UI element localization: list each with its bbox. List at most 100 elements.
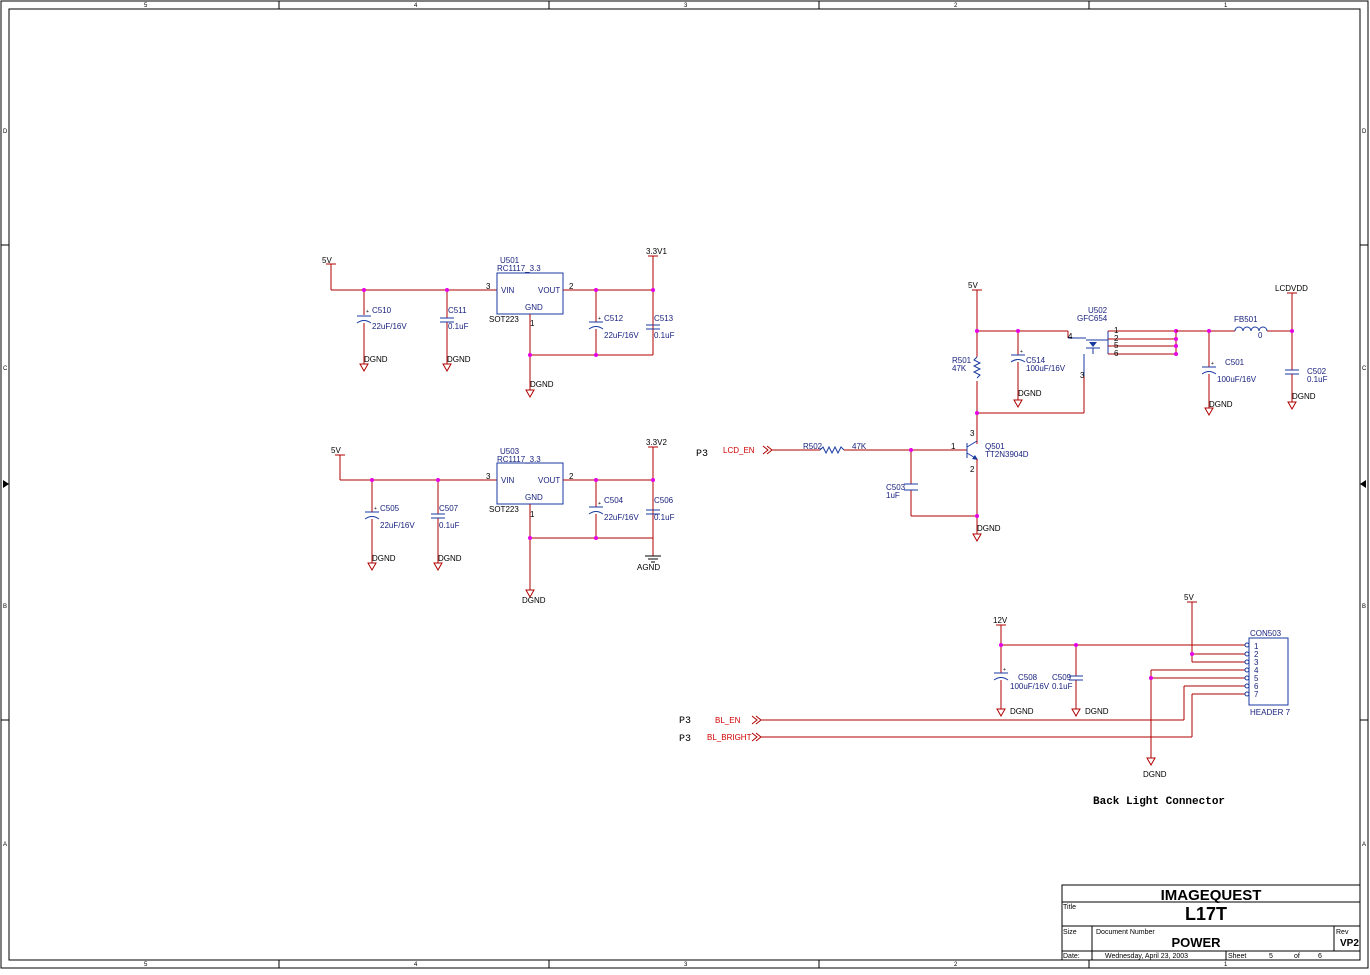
u501-pin-3: 3 [486,282,491,291]
date-label: Date: [1063,953,1080,960]
svg-text:+: + [366,309,369,315]
con-pin-6: 6 [1254,682,1259,691]
r501-val: 47K [952,364,967,373]
u502-pin-6: 6 [1114,349,1119,358]
con-pin-1: 1 [1254,642,1259,651]
svg-text:+: + [598,316,601,322]
ground-symbol [525,589,535,599]
gnd-c502: DGND [1292,392,1316,401]
col-top-3: 3 [684,3,688,9]
u503-pin-2: 2 [569,472,574,481]
u503-pin-gnd: GND [525,493,543,502]
row-right-D: D [1362,129,1367,135]
u501-pin-vin: VIN [501,286,515,295]
c509-val: 0.1uF [1052,682,1073,691]
con-pin-7: 7 [1254,690,1259,699]
gnd-c510: DGND [364,355,388,364]
net-12v: 12V [993,616,1008,625]
c514-ref: C514 [1026,356,1046,365]
col-bot-4: 4 [414,962,418,968]
lcd-power-switch: 5V R501 47K + C514 100uF/16V DGND 4 3 U5… [696,281,1328,543]
rev-label: Rev [1336,929,1349,936]
u502-pin-4: 4 [1068,332,1073,341]
u501-ref: U501 [500,256,520,265]
q501-ref: Q501 [985,442,1005,451]
c513-ref: C513 [654,314,674,323]
con-pin-4: 4 [1254,666,1259,675]
c513-val: 0.1uF [654,331,675,340]
of-label: of [1294,953,1300,960]
c510-val: 22uF/16V [372,322,407,331]
ground-symbol [433,562,443,572]
bl-en-port-label: BL_EN [715,716,741,725]
backlight-caption: Back Light Connector [1093,796,1225,808]
lcd-en-port-label: LCD_EN [723,446,755,455]
col-bot-1: 1 [1224,962,1228,968]
bl-bright-port-label: BL_BRIGHT [707,733,752,742]
u501-pkg: SOT223 [489,315,519,324]
col-bot-5: 5 [144,962,148,968]
u503-pin-vout: VOUT [538,476,560,485]
ground-symbol [1204,407,1214,417]
c512-val: 22uF/16V [604,331,639,340]
c504-val: 22uF/16V [604,513,639,522]
u503-ref: U503 [500,447,520,456]
con503-part: HEADER 7 [1250,708,1291,717]
c509-ref: C509 [1052,673,1072,682]
date-value: Wednesday, April 23, 2003 [1105,953,1188,960]
column-markers: 5 4 3 2 1 5 4 3 2 1 D C B A D C B A [3,3,1367,968]
q501-pin-1: 1 [951,442,956,451]
ground-symbol [972,533,982,543]
u502-pin-5: 5 [1114,341,1119,350]
col-bot-3: 3 [684,962,688,968]
size-label: Size [1063,929,1077,936]
c512-ref: C512 [604,314,624,323]
c508-ref: C508 [1018,673,1038,682]
net-5v-bl: 5V [1184,593,1194,602]
gnd-c514: DGND [1018,389,1042,398]
gnd-c509: DGND [1085,707,1109,716]
gnd-connector: DGND [1143,770,1167,779]
u503-pkg: SOT223 [489,505,519,514]
gnd-u503: DGND [522,596,546,605]
r502-val: 47K [852,442,867,451]
con503-ref: CON503 [1250,629,1282,638]
u502-gate-pin: 3 [1080,371,1085,380]
regulator-top: 5V + C510 22uF/16V DGND C511 0.1uF DGND … [322,247,675,399]
u501-pin-gnd: GND [525,303,543,312]
row-right-B: B [1362,604,1366,610]
bl-en-page: P3 [679,716,691,727]
col-top-5: 5 [144,3,148,9]
u503-pin-vin: VIN [501,476,515,485]
svg-text:+: + [1211,361,1214,367]
lcd-en-page: P3 [696,449,708,460]
ground-symbol [442,363,452,373]
u502-ref: U502 [1088,306,1108,315]
net-lcdvdd: LCDVDD [1275,284,1308,293]
gnd-c511: DGND [447,355,471,364]
gnd-c501: DGND [1209,400,1233,409]
gnd-u501: DGND [530,380,554,389]
net-5v-top: 5V [322,256,332,265]
svg-text:+: + [1020,349,1023,355]
u501-pin-vout: VOUT [538,286,560,295]
u502-part: GFC654 [1077,314,1108,323]
q501-pin-3: 3 [970,429,975,438]
u501-pin-2: 2 [569,282,574,291]
svg-text:+: + [598,501,601,507]
c511-ref: C511 [448,306,467,315]
ground-symbol [1071,708,1081,718]
c502-val: 0.1uF [1307,375,1328,384]
u502-mosfet [1067,331,1109,376]
ground-symbol [359,363,369,373]
net-5v-lcd: 5V [968,281,978,290]
row-left-D: D [3,129,8,135]
connector-pins [1244,642,1250,697]
r501-body [972,356,982,379]
row-right-C: C [1362,366,1367,372]
row-left-C: C [3,366,8,372]
col-bot-2: 2 [954,962,958,968]
port-arrow-icon [751,732,762,742]
